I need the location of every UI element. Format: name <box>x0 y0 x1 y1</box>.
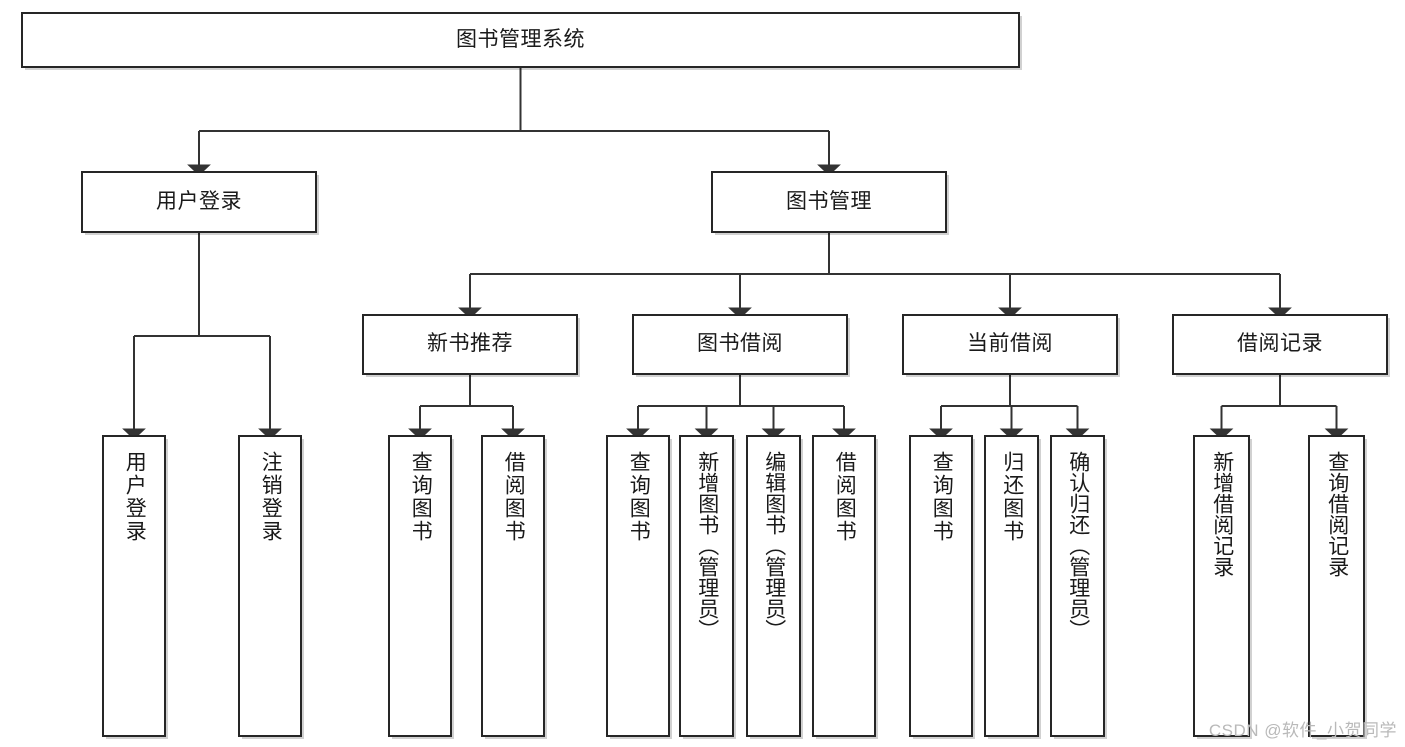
node-root[interactable]: 图书管理系统 <box>21 12 1020 68</box>
node-label: 图书管理 <box>786 189 872 213</box>
node-label: 新增图书（管理员） <box>695 451 719 640</box>
node-label: 图书借阅 <box>697 332 783 356</box>
node-label: 新增借阅记录 <box>1210 451 1234 577</box>
node-label: 查询图书 <box>627 451 651 543</box>
node-leaf-brw-borrow[interactable]: 借阅图书 <box>812 435 876 737</box>
node-user-login[interactable]: 用户登录 <box>81 171 317 233</box>
node-new-book-rec[interactable]: 新书推荐 <box>362 314 578 375</box>
node-label: 查询借阅记录 <box>1325 451 1349 577</box>
node-label: 借阅图书 <box>833 451 857 543</box>
node-label: 新书推荐 <box>427 332 513 356</box>
watermark-text: CSDN @软件_小贺同学 <box>1208 721 1397 740</box>
node-leaf-rec-query2[interactable]: 查询借阅记录 <box>1308 435 1365 737</box>
node-leaf-brw-query[interactable]: 查询图书 <box>606 435 670 737</box>
node-label: 借阅记录 <box>1237 332 1323 356</box>
node-label: 查询图书 <box>409 451 433 543</box>
node-leaf-cur-query[interactable]: 查询图书 <box>909 435 973 737</box>
node-book-manage[interactable]: 图书管理 <box>711 171 947 233</box>
node-borrow-record[interactable]: 借阅记录 <box>1172 314 1388 375</box>
node-leaf-user-login[interactable]: 用户登录 <box>102 435 166 737</box>
node-leaf-brw-edit[interactable]: 编辑图书（管理员） <box>746 435 801 737</box>
edge-paths <box>121 68 1349 440</box>
node-label: 当前借阅 <box>967 332 1053 356</box>
node-book-borrow[interactable]: 图书借阅 <box>632 314 848 375</box>
node-label: 注销登录 <box>259 451 283 543</box>
node-leaf-cur-confirm[interactable]: 确认归还（管理员） <box>1050 435 1105 737</box>
node-leaf-rec-add[interactable]: 新增借阅记录 <box>1193 435 1250 737</box>
node-label: 归还图书 <box>1000 451 1024 543</box>
node-leaf-user-logout[interactable]: 注销登录 <box>238 435 302 737</box>
node-leaf-cur-return[interactable]: 归还图书 <box>984 435 1039 737</box>
node-label: 图书管理系统 <box>456 27 585 51</box>
node-label: 查询图书 <box>930 451 954 543</box>
node-label: 用户登录 <box>156 189 242 213</box>
node-label: 确认归还（管理员） <box>1066 451 1090 640</box>
node-label: 编辑图书（管理员） <box>762 451 786 640</box>
node-leaf-rec-borrow[interactable]: 借阅图书 <box>481 435 545 737</box>
node-current-borrow[interactable]: 当前借阅 <box>902 314 1118 375</box>
node-leaf-rec-query[interactable]: 查询图书 <box>388 435 452 737</box>
node-label: 用户登录 <box>123 451 147 543</box>
node-label: 借阅图书 <box>502 451 526 543</box>
node-leaf-brw-add[interactable]: 新增图书（管理员） <box>679 435 734 737</box>
